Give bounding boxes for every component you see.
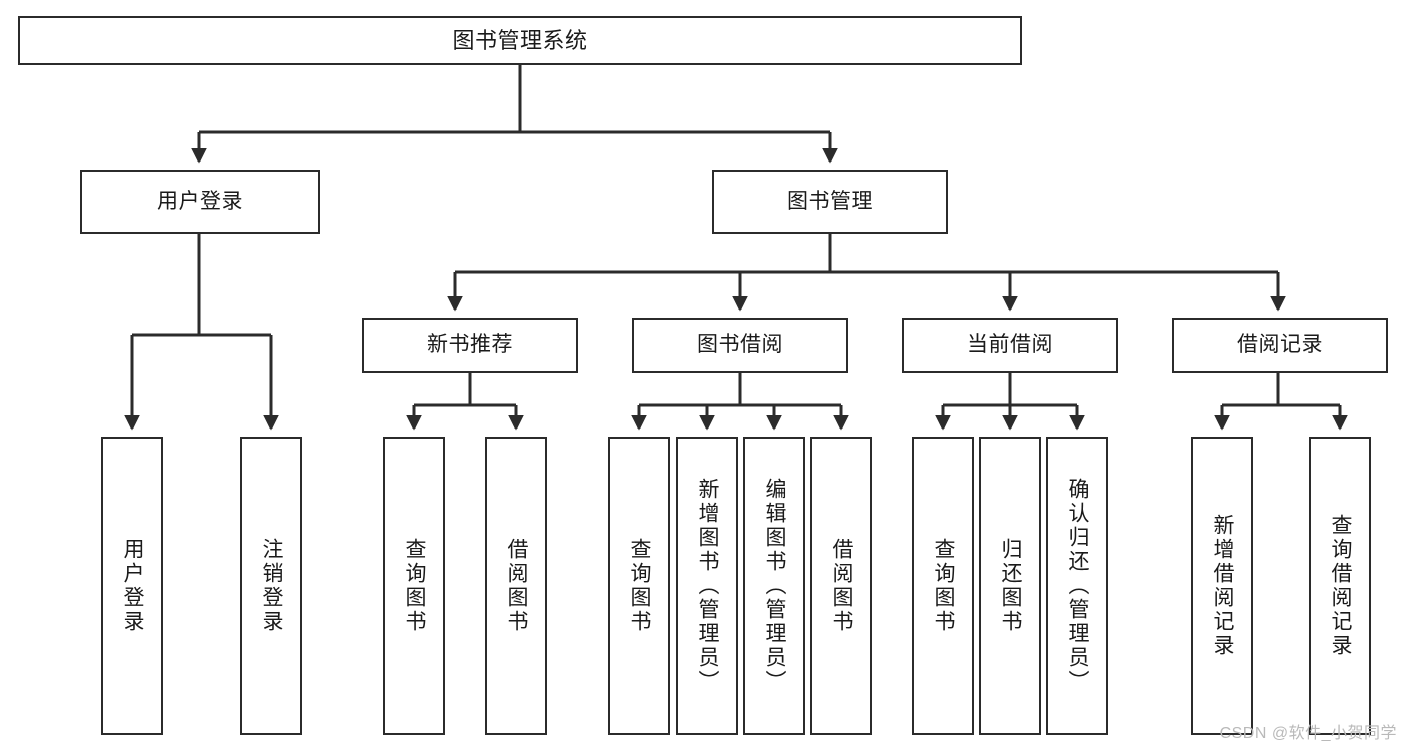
node-label: 借阅记录 — [1237, 333, 1323, 357]
node-label: 查询借阅记录 — [1329, 514, 1353, 658]
node-label: 确认归还（管理员） — [1066, 478, 1090, 694]
node-user-login[interactable]: 用户登录 — [80, 170, 320, 234]
node-label: 借阅图书 — [505, 538, 529, 634]
leaf-query-borrow-record[interactable]: 查询借阅记录 — [1309, 437, 1371, 735]
node-label: 图书管理 — [787, 189, 873, 213]
leaf-confirm-return-admin[interactable]: 确认归还（管理员） — [1046, 437, 1108, 735]
leaf-edit-book-admin[interactable]: 编辑图书（管理员） — [743, 437, 805, 735]
leaf-query-book-current[interactable]: 查询图书 — [912, 437, 974, 735]
node-current-borrow[interactable]: 当前借阅 — [902, 318, 1118, 373]
node-label: 图书管理系统 — [452, 27, 588, 53]
node-root-system[interactable]: 图书管理系统 — [18, 16, 1022, 65]
node-label: 用户登录 — [121, 538, 145, 634]
leaf-add-borrow-record[interactable]: 新增借阅记录 — [1191, 437, 1253, 735]
node-label: 编辑图书（管理员） — [763, 478, 787, 694]
node-label: 用户登录 — [157, 189, 243, 213]
node-label: 借阅图书 — [830, 538, 854, 634]
node-label: 新书推荐 — [427, 333, 513, 357]
node-book-borrow[interactable]: 图书借阅 — [632, 318, 848, 373]
node-label: 查询图书 — [628, 538, 652, 634]
node-label: 查询图书 — [403, 538, 427, 634]
node-label: 当前借阅 — [967, 333, 1053, 357]
leaf-query-book-rec[interactable]: 查询图书 — [383, 437, 445, 735]
leaf-add-book-admin[interactable]: 新增图书（管理员） — [676, 437, 738, 735]
leaf-query-book-borrow[interactable]: 查询图书 — [608, 437, 670, 735]
node-label: 注销登录 — [260, 538, 284, 634]
leaf-borrow-book[interactable]: 借阅图书 — [810, 437, 872, 735]
node-book-management[interactable]: 图书管理 — [712, 170, 948, 234]
node-label: 归还图书 — [999, 538, 1023, 634]
node-label: 新增图书（管理员） — [696, 478, 720, 694]
leaf-user-logout[interactable]: 注销登录 — [240, 437, 302, 735]
leaf-return-book[interactable]: 归还图书 — [979, 437, 1041, 735]
leaf-borrow-book-rec[interactable]: 借阅图书 — [485, 437, 547, 735]
watermark-text: CSDN @软件_小贺同学 — [1219, 725, 1397, 742]
node-borrow-record[interactable]: 借阅记录 — [1172, 318, 1388, 373]
node-label: 查询图书 — [932, 538, 956, 634]
node-new-book-recommend[interactable]: 新书推荐 — [362, 318, 578, 373]
node-label: 图书借阅 — [697, 333, 783, 357]
leaf-user-login[interactable]: 用户登录 — [101, 437, 163, 735]
node-label: 新增借阅记录 — [1211, 514, 1235, 658]
